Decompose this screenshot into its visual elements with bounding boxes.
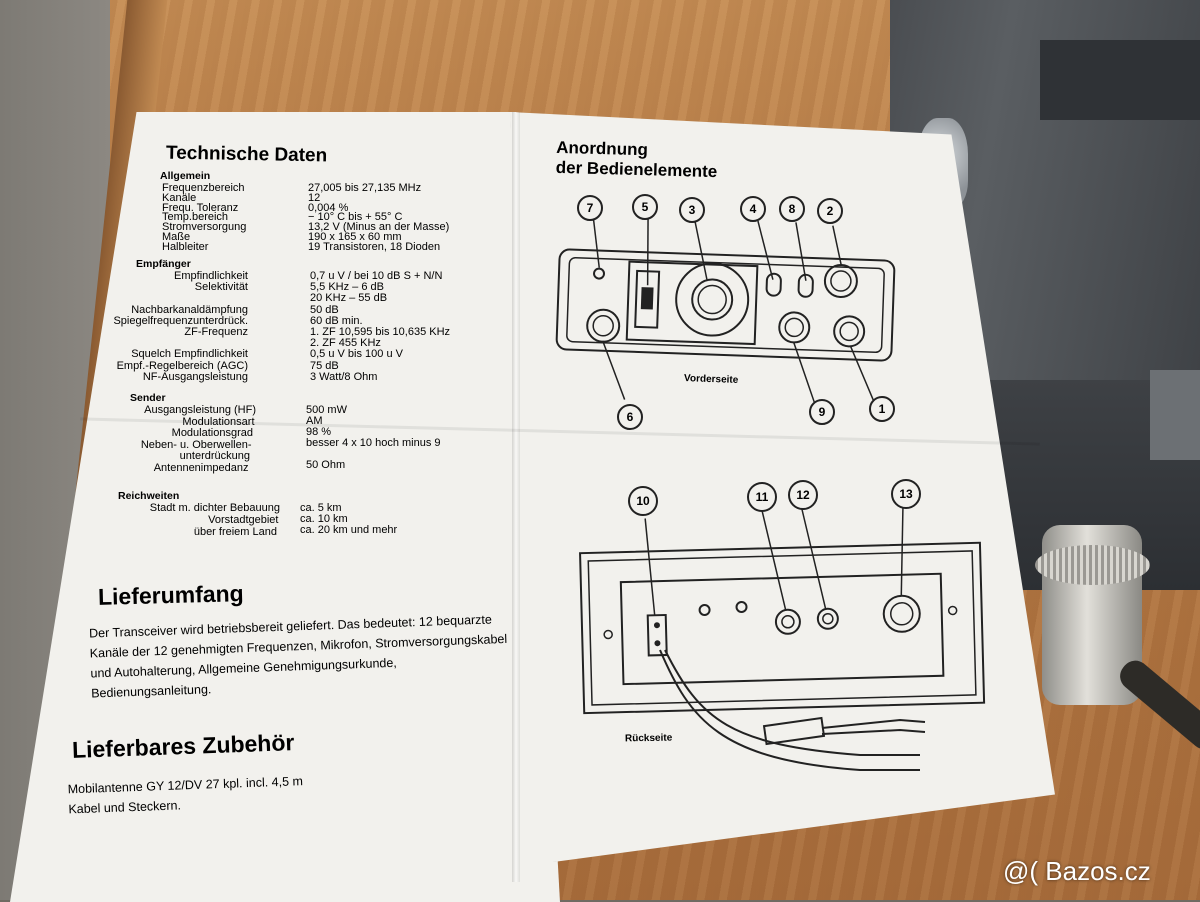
number-marker-label: 9 (819, 405, 826, 419)
spec-value: 20 KHz – 55 dB (310, 292, 388, 305)
spec-value: 2. ZF 455 KHz (310, 337, 381, 350)
spec-label: Stadt m. dichter Bebauung (149, 502, 280, 514)
back-panel-drawing (579, 506, 986, 715)
spec-value: 50 dB (310, 303, 339, 316)
front-number-markers: 7 5 3 4 8 2 (577, 194, 843, 224)
spec-label: Modulationsgrad (171, 427, 253, 440)
spec-value: AM (306, 415, 323, 427)
connector-ring (1035, 545, 1150, 585)
spec-value: ca. 20 km und mehr (300, 524, 398, 537)
number-marker-label: 12 (796, 488, 810, 502)
number-marker-label: 2 (827, 204, 834, 218)
spec-value: ca. 10 km (300, 513, 348, 526)
back-number-markers: 10 11 12 13 (628, 479, 921, 516)
spec-value: 98 % (306, 426, 332, 438)
spec-value: 1. ZF 10,595 bis 10,635 KHz (310, 326, 451, 338)
number-marker: 4 (740, 196, 766, 222)
spec-label: Empf.-Regelbereich (AGC) (116, 359, 248, 372)
spec-value: 12 (308, 191, 321, 204)
spec-value: 0,004 % (308, 201, 349, 214)
spec-label: Maße (162, 231, 191, 243)
number-marker: 9 (809, 399, 835, 425)
number-marker: 10 (628, 486, 658, 516)
spec-value: besser 4 x 10 hoch minus 9 (306, 437, 441, 449)
spec-value: 19 Transistoren, 18 Dioden (308, 240, 441, 253)
back-caption: Rückseite (624, 732, 673, 745)
number-marker-label: 8 (789, 202, 796, 216)
number-marker-label: 1 (879, 402, 886, 416)
spec-label: Frequenzbereich (162, 182, 245, 194)
number-marker: 3 (679, 197, 705, 223)
spec-value: 0,7 u V / bei 10 dB S + N/N (310, 270, 443, 282)
spec-section-heading: Empfänger (136, 258, 191, 270)
number-marker: 5 (632, 194, 658, 220)
number-marker: 8 (779, 196, 805, 222)
plug-drawing (762, 716, 826, 746)
spec-value: ca. 5 km (300, 502, 342, 514)
spec-label: Ausgangsleistung (HF) (144, 404, 256, 416)
spec-label: Squelch Empfindlichkeit (131, 348, 248, 361)
spec-label: Nachbarkanaldämpfung (131, 303, 248, 316)
spec-value: 3 Watt/8 Ohm (310, 370, 378, 383)
spec-label: ZF-Frequenz (184, 326, 248, 338)
spec-value: 50 Ohm (306, 459, 346, 471)
spec-value: 5,5 KHz – 6 dB (310, 281, 384, 294)
spec-label: Frequ. Toleranz (162, 201, 239, 214)
number-marker: 1 (869, 396, 895, 422)
number-marker-label: 6 (627, 410, 634, 424)
spec-label: Modulationsart (182, 415, 255, 428)
spec-label: Antennenimpedanz (153, 462, 249, 474)
spec-section-heading: Sender (130, 392, 166, 404)
spec-label: unterdrückung (179, 450, 250, 463)
spec-value: − 10° C bis + 55° C (308, 211, 403, 224)
number-marker-label: 5 (642, 200, 649, 214)
number-marker: 11 (747, 482, 777, 512)
number-marker-label: 4 (750, 202, 757, 216)
number-marker: 7 (577, 195, 603, 221)
spec-label: über freiem Land (193, 525, 277, 538)
spec-label: Halbleiter (162, 240, 209, 253)
number-marker-label: 13 (899, 487, 913, 501)
spec-label: Selektivität (194, 281, 248, 294)
device-plate (1150, 370, 1200, 460)
front-panel-drawing (555, 215, 896, 404)
spec-label: Spiegelfrequenzunterdrück. (113, 314, 248, 327)
spec-value: 0,5 u V bis 100 u V (310, 348, 403, 361)
spec-value: 75 dB (310, 359, 339, 372)
number-marker: 6 (617, 404, 643, 430)
spec-value: 500 mW (306, 404, 347, 416)
number-marker: 13 (891, 479, 921, 509)
spec-label: Vorstadtgebiet (208, 513, 279, 526)
watermark-logo: @( Bazos.cz (1003, 856, 1151, 886)
number-marker: 2 (817, 198, 843, 224)
number-marker: 12 (788, 480, 818, 510)
spec-label: Kanäle (162, 191, 197, 204)
cable-drawing (659, 649, 920, 771)
spec-value: 13,2 V (Minus an der Masse) (308, 221, 450, 234)
spec-label: Empfindlichkeit (174, 270, 248, 282)
number-marker-label: 10 (636, 494, 650, 508)
number-marker-label: 11 (756, 490, 769, 504)
paper-fold (512, 112, 520, 882)
spec-value: 60 dB min. (310, 314, 363, 327)
manual-right-page (510, 112, 1055, 862)
spec-value: 27,005 bis 27,135 MHz (308, 182, 422, 194)
spec-value: 190 x 165 x 60 mm (308, 231, 402, 243)
device-top-panel (1040, 40, 1200, 120)
spec-label: Neben- u. Oberwellen- (140, 438, 252, 451)
spec-section-heading: Reichweiten (118, 490, 180, 502)
spec-section-heading: Allgemein (160, 170, 211, 182)
front-caption: Vorderseite (683, 373, 739, 386)
front-number-markers-bottom: 6 9 1 (617, 396, 895, 430)
spec-label: Stromversorgung (162, 221, 247, 234)
number-marker-label: 7 (587, 201, 594, 215)
spec-label: Temp.bereich (162, 211, 229, 224)
spec-label: NF-Ausgangsleistung (142, 370, 248, 383)
number-marker-label: 3 (689, 203, 696, 217)
